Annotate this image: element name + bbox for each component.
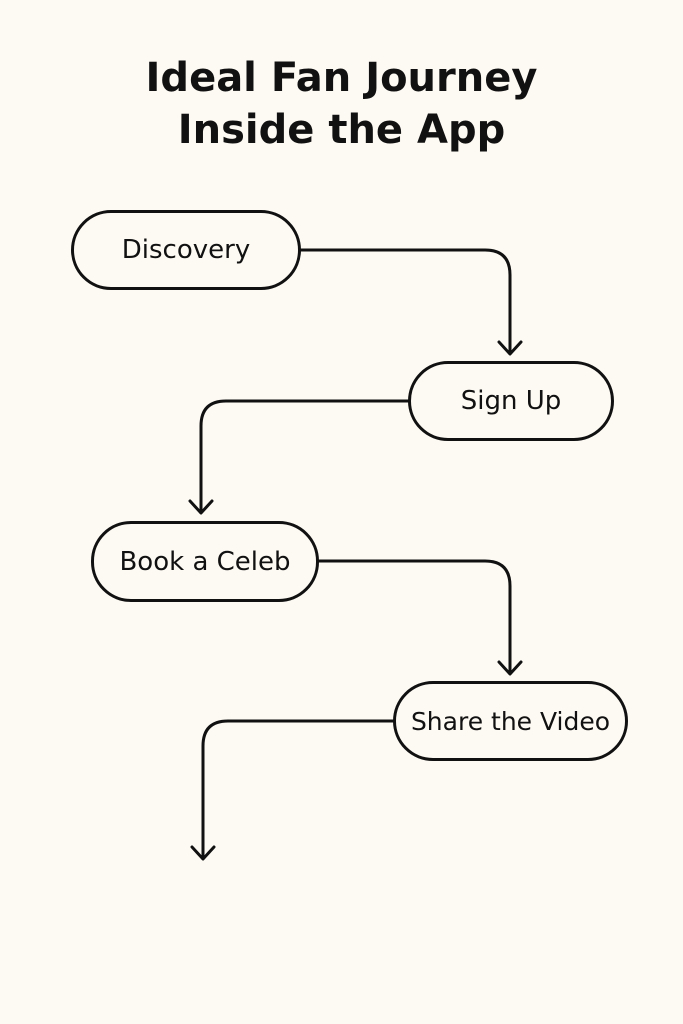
edge-share-the-video-open (201, 719, 395, 859)
node-share-the-video-label: Share the Video (410, 706, 611, 736)
diagram-title: Ideal Fan Journey Inside the App (0, 52, 683, 156)
node-share-the-video: Share the Video (393, 681, 628, 761)
node-sign-up-label: Sign Up (460, 386, 562, 416)
edge-book-a-celeb-to-share-the-video (317, 559, 512, 674)
node-discovery: Discovery (71, 210, 301, 290)
diagram-title-line-2: Inside the App (177, 107, 506, 153)
diagram-title-line-1: Ideal Fan Journey (145, 55, 538, 101)
node-sign-up: Sign Up (408, 361, 614, 441)
arrowhead-open-end (190, 845, 216, 861)
edge-discovery-to-sign-up (299, 248, 512, 354)
arrowhead-book-a-celeb (188, 499, 214, 515)
edge-sign-up-to-book-a-celeb (199, 399, 410, 513)
node-book-a-celeb: Book a Celeb (91, 521, 319, 602)
arrowhead-share-the-video (497, 660, 523, 676)
node-book-a-celeb-label: Book a Celeb (119, 546, 291, 577)
arrowhead-sign-up (497, 340, 523, 356)
node-discovery-label: Discovery (121, 235, 251, 265)
